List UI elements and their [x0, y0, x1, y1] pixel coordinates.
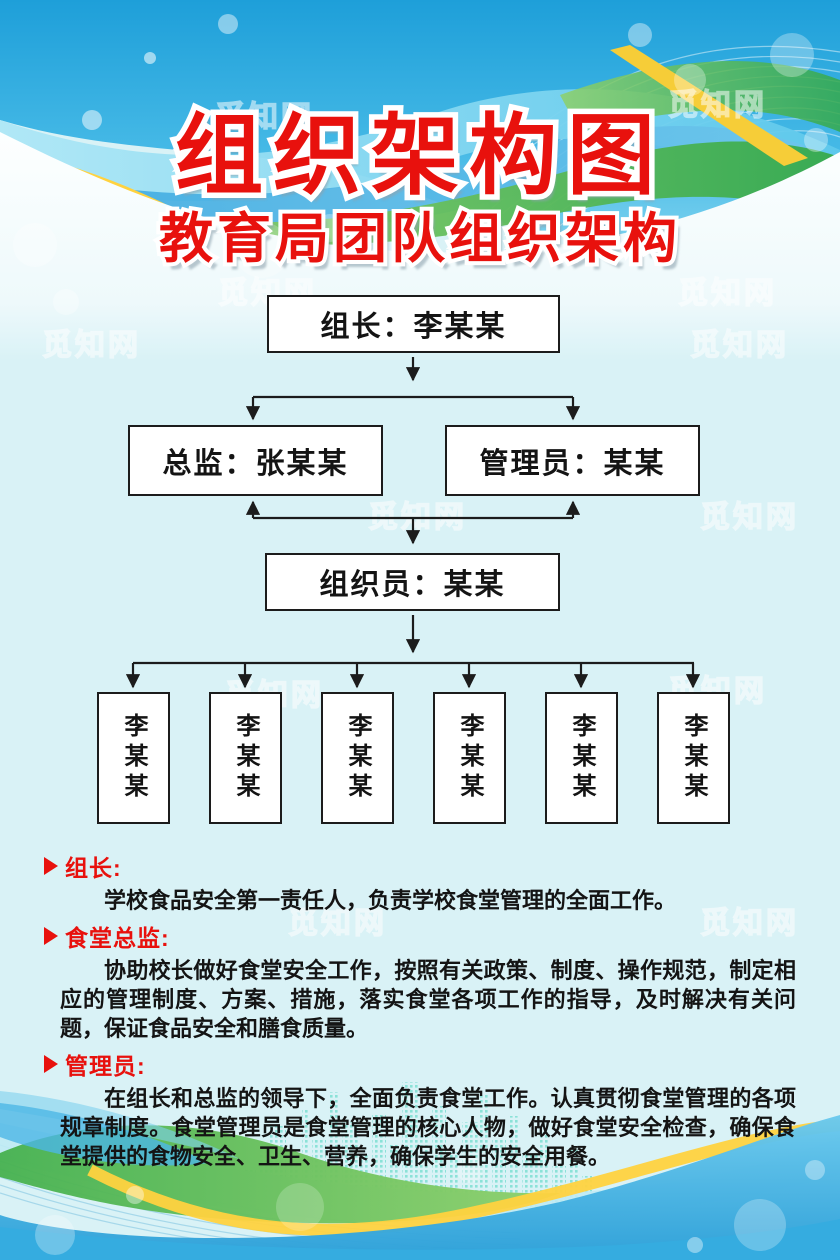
section-body-admin: 在组长和总监的领导下，全面负责食堂工作。认真贯彻食堂管理的各项规章制度。食堂管理…	[60, 1086, 796, 1169]
org-box-organizer: 组织员：某某	[265, 553, 560, 611]
org-box-member: 李某某	[545, 692, 618, 824]
section-heading-leader: 组长:	[44, 849, 796, 883]
watermark: 觅知网	[41, 328, 141, 362]
section-heading-canteen-director: 食堂总监:	[44, 919, 796, 953]
watermark: 觅知网	[677, 276, 777, 310]
triangle-bullet-icon	[44, 927, 58, 945]
triangle-bullet-icon	[44, 857, 58, 875]
poster-subtitle: 教育局团队组织架构	[159, 209, 681, 269]
watermark: 觅知网	[689, 328, 789, 362]
org-box-director: 总监：张某某	[128, 425, 383, 496]
org-box-member: 李某某	[657, 692, 730, 824]
section-body-leader: 学校食品安全第一责任人，负责学校食堂管理的全面工作。	[104, 888, 677, 913]
role-descriptions: 组长: 学校食品安全第一责任人，负责学校食堂管理的全面工作。 食堂总监: 协助校…	[44, 846, 796, 1175]
section-heading-admin: 管理员:	[44, 1047, 796, 1081]
section-heading-text: 食堂总监:	[65, 925, 170, 951]
poster-title: 组织架构图	[174, 106, 665, 205]
org-box-member: 李某某	[97, 692, 170, 824]
org-box-leader: 组长：李某某	[267, 295, 560, 353]
org-box-member: 李某某	[209, 692, 282, 824]
org-box-admin: 管理员：某某	[445, 425, 700, 496]
section-heading-text: 管理员:	[65, 1053, 146, 1079]
section-heading-text: 组长:	[65, 855, 122, 881]
section-body-canteen-director: 协助校长做好食堂安全工作，按照有关政策、制度、操作规范，制定相应的管理制度、方案…	[60, 958, 796, 1041]
org-box-member: 李某某	[433, 692, 506, 824]
watermark: 觅知网	[699, 500, 799, 534]
watermark: 觅知网	[367, 500, 467, 534]
triangle-bullet-icon	[44, 1055, 58, 1073]
org-box-member: 李某某	[321, 692, 394, 824]
